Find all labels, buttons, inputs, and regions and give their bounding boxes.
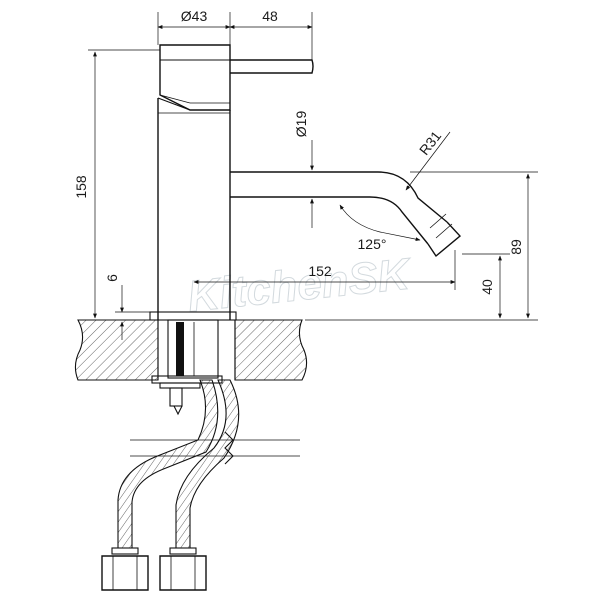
dimension-outlet-height: 89 — [305, 171, 538, 321]
flexible-hoses — [101, 379, 300, 591]
label-deck-thickness: 6 — [104, 274, 120, 282]
dimension-total-height: 158 — [73, 49, 160, 319]
label-spout-radius: R31 — [416, 128, 445, 158]
dimension-body-diameter: Ø43 — [157, 8, 231, 45]
countertop-section — [74, 319, 308, 381]
dimension-spout-radius: R31 — [405, 128, 451, 191]
label-body-diameter: Ø43 — [181, 8, 208, 24]
label-spout-reach: 152 — [308, 263, 332, 279]
dimension-deck-thickness: 6 — [104, 274, 150, 340]
dimension-spout-diameter: Ø19 — [293, 111, 314, 228]
faucet-body — [149, 44, 462, 321]
label-outlet-height: 89 — [508, 239, 524, 255]
mounting-hardware — [151, 319, 223, 416]
dimension-handle-length: 48 — [229, 8, 313, 60]
dimension-spout-angle: 125° — [339, 204, 421, 252]
dimension-outlet-clearance: 40 — [462, 253, 510, 319]
label-total-height: 158 — [73, 175, 89, 199]
dimension-spout-reach: 152 — [193, 250, 456, 290]
watermark-text: KitchenSK — [185, 249, 415, 321]
label-spout-angle: 125° — [358, 236, 387, 252]
label-outlet-clearance: 40 — [479, 279, 495, 295]
label-handle-length: 48 — [262, 8, 278, 24]
label-spout-diameter: Ø19 — [293, 111, 309, 138]
